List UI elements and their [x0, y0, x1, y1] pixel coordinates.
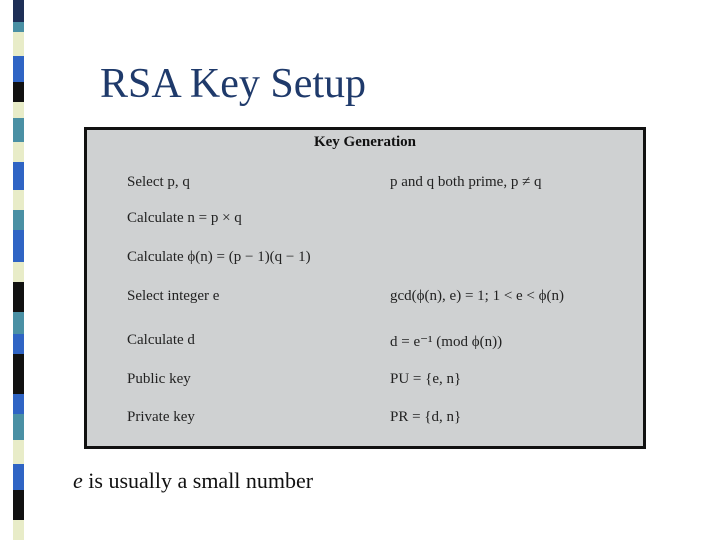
row-condition: PU = {e, n} [390, 371, 462, 387]
caption-text: is usually a small number [82, 468, 314, 493]
slide-title: RSA Key Setup [100, 61, 367, 107]
decorative-stripe [0, 0, 24, 540]
key-generation-panel: Key Generation Select p, q p and q both … [84, 127, 646, 449]
row-step: Calculate d [127, 332, 195, 348]
row-condition: gcd(ϕ(n), e) = 1; 1 < e < ϕ(n) [390, 288, 565, 304]
table-row: Select integer e gcd(ϕ(n), e) = 1; 1 < e… [87, 288, 643, 310]
row-step: Select p, q [127, 174, 190, 190]
panel-title: Key Generation [313, 134, 417, 150]
row-step: Calculate ϕ(n) = (p − 1)(q − 1) [127, 249, 311, 265]
row-step: Select integer e [127, 288, 220, 304]
table-row: Calculate d d = e⁻¹ (mod ϕ(n)) [87, 332, 643, 354]
table-row: Private key PR = {d, n} [87, 409, 643, 431]
row-condition: d = e⁻¹ (mod ϕ(n)) [390, 334, 503, 350]
row-step: Public key [127, 371, 191, 387]
row-condition: PR = {d, n} [390, 409, 462, 425]
caption: e is usually a small number [73, 468, 313, 494]
row-step: Private key [127, 409, 195, 425]
table-row: Select p, q p and q both prime, p ≠ q [87, 174, 643, 196]
table-row: Calculate n = p × q [87, 210, 643, 232]
table-row: Calculate ϕ(n) = (p − 1)(q − 1) [87, 249, 643, 271]
row-step: Calculate n = p × q [127, 210, 242, 226]
table-row: Public key PU = {e, n} [87, 371, 643, 393]
row-condition: p and q both prime, p ≠ q [390, 174, 542, 190]
caption-variable: e [73, 468, 83, 493]
